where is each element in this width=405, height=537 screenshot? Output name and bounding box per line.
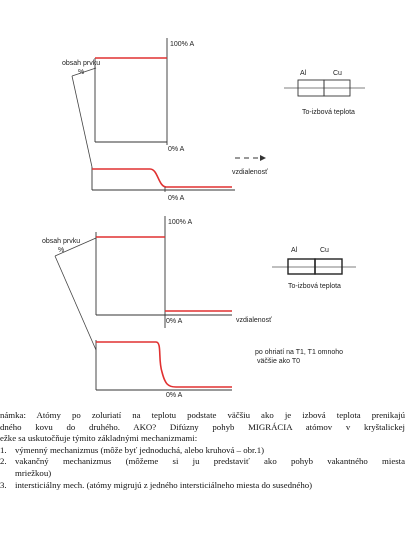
profile-line bbox=[92, 168, 232, 188]
temperature-label: To-izbová teplota bbox=[302, 109, 355, 116]
list-text-continued: mriežkou) bbox=[15, 467, 52, 478]
arrow-head bbox=[260, 155, 266, 161]
pointer-line bbox=[71, 67, 97, 77]
al-block bbox=[287, 258, 316, 275]
label-0A: 0% A bbox=[166, 318, 183, 325]
label-0A-bottom: 0% A bbox=[168, 195, 185, 202]
pointer-line bbox=[54, 237, 97, 257]
distance-label: vzdialenosť bbox=[236, 317, 272, 324]
note-text: námka: Atómy po zoluriatí na teplotu pod… bbox=[0, 410, 405, 491]
heating-note-line1: po ohriatí na T1, T1 omnoho bbox=[255, 349, 343, 356]
metal-left-label: Al bbox=[300, 70, 307, 77]
pointer-line bbox=[71, 75, 93, 168]
list-item: 2. vakančný mechanizmus (môžeme si ju pr… bbox=[0, 456, 405, 479]
list-text: výmenný mechanizmus (môže byť jednoduchá… bbox=[15, 444, 265, 455]
metal-right-label: Cu bbox=[333, 70, 342, 77]
list-number: 1. bbox=[0, 444, 7, 455]
element-content-unit: % bbox=[58, 247, 64, 254]
heating-note-line2: väčšie ako T0 bbox=[257, 358, 300, 365]
element-content-label: obsah prvku bbox=[42, 238, 80, 245]
profile-line bbox=[96, 341, 232, 388]
element-content-unit: % bbox=[78, 69, 84, 76]
label-100A: 100% A bbox=[168, 219, 192, 226]
list-text: vakančný mechanizmus (môžeme si ju preds… bbox=[15, 456, 405, 467]
mechanism-list: 1. výmenný mechanizmus (môže byť jednodu… bbox=[0, 445, 405, 491]
element-content-label: obsah prvku bbox=[62, 60, 100, 67]
bottom-panel: obsah prvku % 100% A 0% A vzdialenosť 0%… bbox=[42, 216, 356, 399]
metal-left-label: Al bbox=[291, 247, 298, 254]
cu-block bbox=[314, 258, 343, 275]
pointer-line bbox=[54, 255, 97, 351]
temperature-label: To-izbová teplota bbox=[288, 283, 341, 290]
list-number: 2. bbox=[0, 456, 7, 467]
list-text: intersticiálny mech. (atómy migrujú z je… bbox=[15, 479, 313, 490]
diffusion-figure: obsah prvku % 100% A 0% A vzdialenosť 0%… bbox=[42, 38, 365, 399]
label-0A-bottom: 0% A bbox=[166, 392, 183, 399]
distance-label: vzdialenosť bbox=[232, 169, 268, 176]
metal-right-label: Cu bbox=[320, 247, 329, 254]
top-panel: obsah prvku % 100% A 0% A vzdialenosť 0%… bbox=[62, 38, 365, 202]
note-line-2: dného kovu do druhého. AKO? Difúzny pohy… bbox=[0, 421, 405, 432]
label-100A: 100% A bbox=[170, 41, 194, 48]
note-line-1: námka: Atómy po zoluriatí na teplotu pod… bbox=[0, 410, 405, 420]
list-number: 3. bbox=[0, 479, 7, 490]
note-line-3: ežke sa uskutočňuje týmito základnými me… bbox=[0, 433, 198, 444]
list-item: 3. intersticiálny mech. (atómy migrujú z… bbox=[0, 480, 405, 492]
label-0A: 0% A bbox=[168, 146, 185, 153]
cu-block bbox=[323, 79, 351, 97]
list-item: 1. výmenný mechanizmus (môže byť jednodu… bbox=[0, 445, 405, 457]
